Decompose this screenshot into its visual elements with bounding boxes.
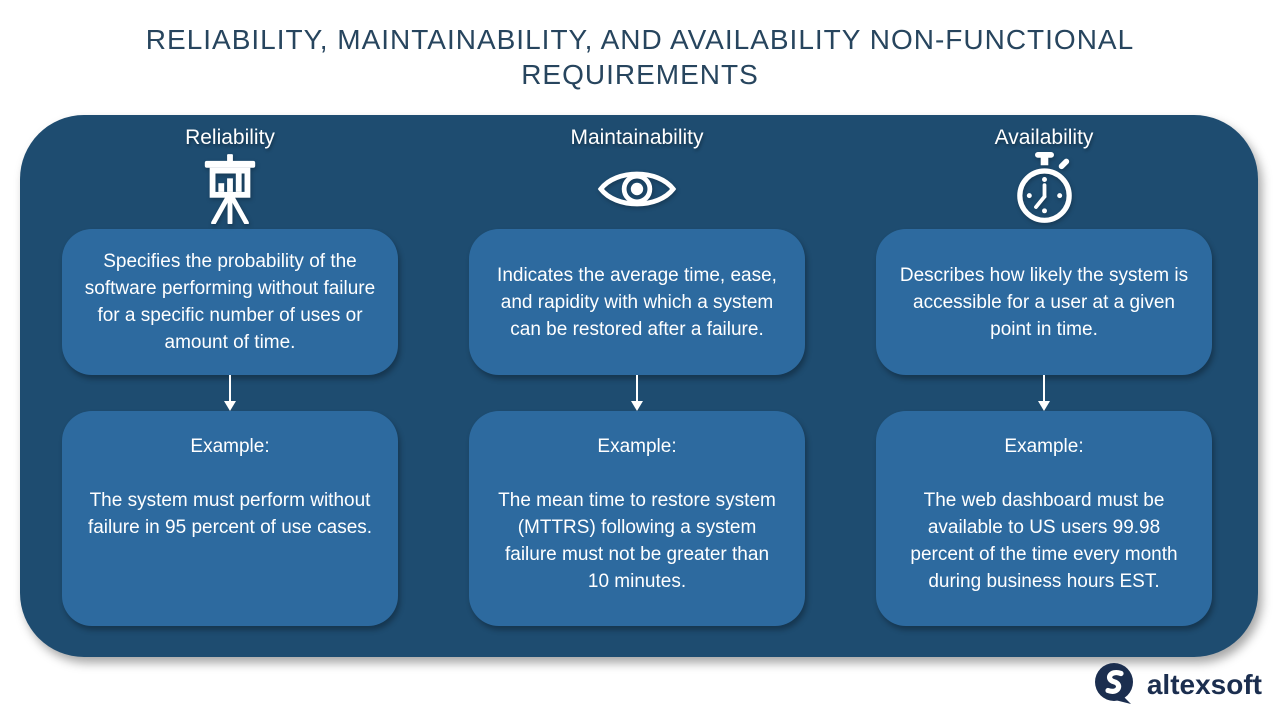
example-card: Example: The mean time to restore system… [469, 411, 805, 626]
arrow-line [1042, 375, 1046, 401]
example-text: The system must perform without failure … [87, 490, 373, 538]
down-arrow [224, 375, 236, 411]
example-label: Example: [597, 436, 677, 457]
example-label: Example: [190, 436, 270, 457]
column-reliability: Reliability Specifies the probability of… [62, 125, 398, 657]
description-card: Indicates the average time, ease, and ra… [469, 229, 805, 375]
presentation-bar-chart-icon [199, 153, 261, 225]
example-text: The web dashboard must be available to U… [910, 490, 1178, 592]
arrow-line [228, 375, 232, 401]
column-availability: Availability Describes how likely the sy… [876, 125, 1212, 657]
description-text: Specifies the probability of the softwar… [84, 251, 376, 353]
arrow-head-icon [631, 401, 643, 411]
main-panel: Reliability Specifies the probability of… [20, 115, 1258, 657]
description-card: Describes how likely the system is acces… [876, 229, 1212, 375]
example-card: Example: The system must perform without… [62, 411, 398, 626]
arrow-line [635, 375, 639, 401]
column-maintainability: Maintainability Indicates the average ti… [469, 125, 805, 657]
page-title: RELIABILITY, MAINTAINABILITY, AND AVAILA… [145, 24, 1135, 90]
altexsoft-logo-text: altexsoft [1146, 669, 1262, 700]
column-heading: Reliability [185, 126, 275, 149]
example-card: Example: The web dashboard must be avail… [876, 411, 1212, 626]
description-text: Describes how likely the system is acces… [899, 264, 1189, 340]
down-arrow [1038, 375, 1050, 411]
altexsoft-logo: altexsoft [1093, 662, 1262, 708]
column-heading: Maintainability [570, 126, 704, 149]
description-card: Specifies the probability of the softwar… [62, 229, 398, 375]
arrow-head-icon [224, 401, 236, 411]
example-label: Example: [1004, 436, 1084, 457]
description-text: Indicates the average time, ease, and ra… [497, 264, 777, 340]
down-arrow [631, 375, 643, 411]
stopwatch-icon [1013, 152, 1076, 225]
eye-icon [597, 153, 677, 225]
arrow-head-icon [1038, 401, 1050, 411]
example-text: The mean time to restore system (MTTRS) … [498, 490, 776, 592]
column-heading: Availability [994, 126, 1094, 149]
altexsoft-logo-icon [1094, 663, 1133, 704]
